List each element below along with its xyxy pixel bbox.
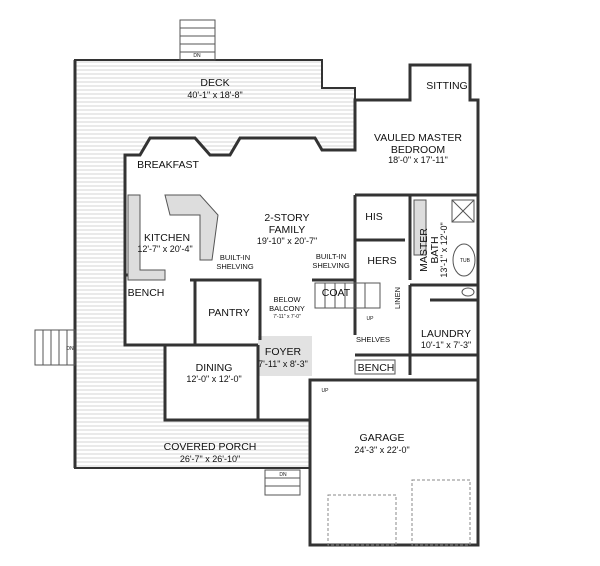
master-bath-label-2: BATH [429,236,441,263]
garage-stairs-up: UP [322,388,330,394]
covered-porch-label: COVERED PORCH [164,441,257,453]
deck-dims: 40'-1" x 18'-8" [187,90,242,100]
interior-stairs [314,282,381,309]
kitchen-counter [127,194,166,281]
dining-label: DINING [196,362,233,374]
builtin-right-2: SHELVING [312,261,350,270]
stairs-top-dn: DN [193,53,201,59]
kitchen-island [164,194,219,261]
family-label-1: 2-STORY [264,212,309,224]
kitchen-label: KITCHEN [144,232,190,244]
dining-dims: 12'-0" x 12'-0" [186,374,241,384]
master-bath-label-1: MASTER [418,228,430,272]
house-footprint [123,63,480,422]
master-bedroom-dims: 18'-0" x 17'-11" [388,155,448,165]
coat-closet-label: COAT [322,287,351,299]
family-label-2: FAMILY [269,224,306,236]
builtin-right-1: BUILT-IN [316,252,346,261]
tub-label: TUB [460,258,471,264]
covered-porch-dims: 26'-7" x 26'-10" [180,454,240,464]
breakfast-label: BREAKFAST [137,159,199,171]
sitting-label: SITTING [426,80,467,92]
shelves-label: SHELVES [356,335,390,344]
his-closet-label: HIS [365,211,383,223]
master-bath-dims: 13'-1" x 12'-0" [439,222,449,277]
stairs-left-dn: DN [66,346,74,352]
laundry-dims: 10'-1" x 7'-3" [421,340,471,350]
toilet [461,287,475,297]
laundry-label: LAUNDRY [421,328,471,340]
foyer-dims: 7'-11" x 8'-3" [258,359,308,369]
tub [452,243,476,277]
linen-closet-label: LINEN [393,287,402,309]
stairs-top [179,19,216,61]
mudroom-bench-label: BENCH [358,362,395,374]
garage-door-left [327,494,397,546]
below-balcony-dims: 7'-11" x 7'-0" [273,314,301,320]
kitchen-bench-label: BENCH [128,287,165,299]
foyer-area [258,336,312,376]
below-balcony-label-1: BELOW [273,295,301,304]
garage-area [308,378,480,547]
stairs-bottom [264,469,301,496]
pantry-label: PANTRY [208,307,250,319]
garage-door-right [411,479,471,546]
stairs-bottom-dn: DN [279,472,287,478]
deck-label: DECK [200,77,229,89]
garage-label: GARAGE [360,432,405,444]
builtin-left-1: BUILT-IN [220,253,250,262]
shower [451,199,475,223]
builtin-left-2: SHELVING [216,262,254,271]
kitchen-dims: 12'-7" x 20'-4" [137,244,192,254]
garage-dims: 24'-3" x 22'-0" [354,445,409,455]
master-bedroom-label-2: BEDROOM [391,144,445,156]
foyer-label: FOYER [265,346,302,358]
master-bedroom-label-1: VAULED MASTER [374,132,462,144]
stairs-up: UP [367,316,375,322]
bath-vanity [413,199,427,256]
below-balcony-label-2: BALCONY [269,304,305,313]
hers-closet-label: HERS [367,255,396,267]
family-dims: 19'-10" x 20'-7" [257,236,317,246]
stairs-left [34,329,76,366]
